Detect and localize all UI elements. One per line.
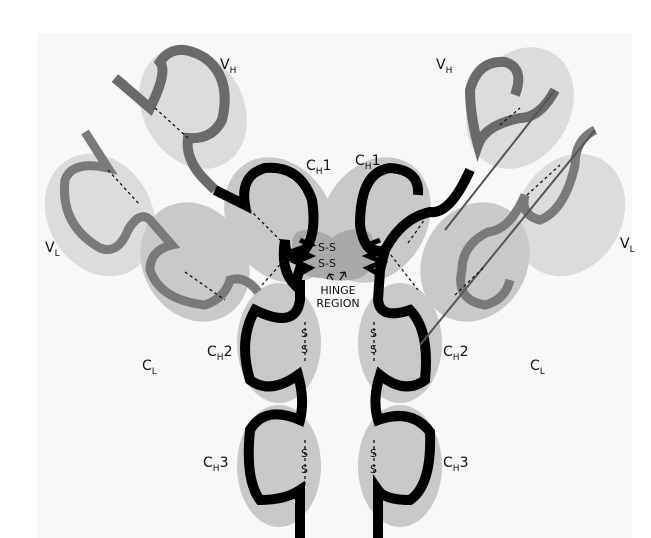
ch3-right-s2: S	[370, 463, 377, 476]
hinge-label-line1: HINGE	[320, 284, 355, 297]
heavy-chain-left-vh	[111, 45, 230, 194]
label-vh-right: VH	[436, 57, 452, 76]
heavy-chain-right-vh	[464, 56, 560, 162]
light-chain-right-thin	[419, 89, 596, 346]
ch3-left-s1: S	[301, 447, 308, 460]
ch2-right-s2: S	[370, 343, 377, 356]
label-ch2-right: CH2	[443, 344, 468, 363]
hinge-ss-top: S-S	[318, 241, 336, 254]
hinge-label-line2: REGION	[316, 297, 359, 310]
ss-bond	[454, 267, 484, 296]
heavy-chain-right-hinge	[361, 237, 389, 278]
ch2-left-s1: S	[301, 327, 308, 340]
domain-labels: VH VH CH1 CH1 VL VL CL CL CH2 CH2 CH3 CH…	[45, 57, 635, 474]
disulfide-bonds: S-S S-S S S S S S S S S	[107, 107, 561, 485]
ch3-left-s2: S	[301, 463, 308, 476]
label-ch1-right: CH1	[355, 153, 380, 172]
ch2-right-s1: S	[370, 327, 377, 340]
light-chain-left	[59, 129, 262, 310]
ss-bond	[244, 204, 281, 241]
label-ch3-right: CH3	[443, 455, 468, 474]
label-vh-left: VH	[220, 57, 236, 76]
label-ch2-left: CH2	[207, 344, 232, 363]
ss-bond	[184, 271, 226, 301]
heavy-chain-left-const	[212, 162, 319, 538]
label-vl-left: VL	[45, 240, 60, 259]
label-cl-left: CL	[142, 358, 157, 377]
ss-bond	[386, 249, 419, 291]
domain-vl-left	[44, 153, 156, 277]
ss-bond	[154, 107, 189, 139]
heavy-chain-left-hinge	[289, 237, 317, 278]
label-ch1-left: CH1	[306, 158, 331, 177]
ch3-right-s1: S	[370, 447, 377, 460]
ss-bond	[261, 249, 294, 286]
hinge-ss-bottom: S-S	[318, 257, 336, 270]
label-cl-right: CL	[530, 358, 545, 377]
label-ch3-left: CH3	[203, 455, 228, 474]
ss-bond	[407, 211, 431, 244]
ss-bond	[107, 169, 141, 206]
hinge-arrows-icon	[326, 271, 347, 281]
ss-bond	[499, 107, 521, 126]
chains	[59, 45, 598, 538]
hinge-label: HINGE REGION	[316, 271, 360, 310]
ss-bond	[526, 164, 561, 196]
domain-vl-right	[514, 153, 626, 277]
light-chain-right	[456, 125, 598, 310]
label-vl-right: VL	[620, 236, 635, 255]
ch2-left-s2: S	[301, 343, 308, 356]
